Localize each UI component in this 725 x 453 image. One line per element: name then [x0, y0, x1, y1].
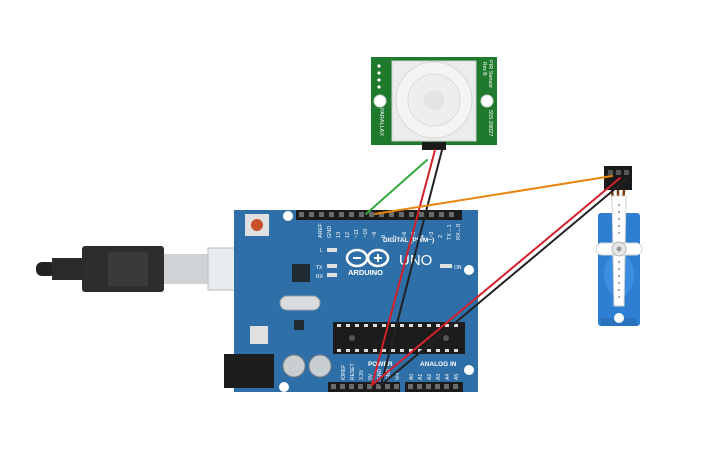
arduino-board[interactable]: AREF GND 13 12 ~11 ~10 ~9 8 7 ~6 ~5 4 ~3… — [224, 210, 478, 392]
power-header[interactable] — [328, 382, 400, 392]
pin-label: 12 — [345, 232, 351, 238]
pin-label: ~3 — [429, 232, 435, 238]
pin-label: A4 — [445, 374, 451, 380]
power-header-label: POWER — [368, 361, 393, 368]
pin-label: 3.3V — [359, 369, 365, 380]
wire-green[interactable] — [365, 159, 428, 215]
pir-sensor[interactable]: PARALLAX PIR Sensor Rev B 555-28027 — [371, 57, 497, 150]
wire-black-pir[interactable] — [380, 149, 443, 386]
pin-label: 5V — [368, 373, 374, 380]
pin-label: ~9 — [372, 232, 378, 238]
sensor-title-label: PIR Sensor — [487, 60, 493, 88]
on-led-label: ON — [454, 265, 462, 271]
rx-led-label: RX — [316, 274, 324, 280]
pin-label: ~5 — [411, 232, 417, 238]
tx-led-label: TX — [316, 265, 323, 271]
sensor-brand-label: PARALLAX — [378, 108, 384, 136]
pin-label: 2 — [438, 235, 444, 238]
wire-red-pir[interactable] — [371, 149, 436, 386]
wire-red-servo[interactable] — [371, 177, 621, 386]
wire-orange[interactable] — [374, 175, 613, 215]
pin-label: TX→1 — [447, 224, 453, 240]
pin-label: 7 — [393, 235, 399, 238]
pin-label: GND — [377, 369, 383, 381]
servo-motor[interactable] — [595, 166, 643, 326]
analog-header[interactable] — [405, 382, 463, 392]
arduino-infinity-logo-icon — [345, 248, 390, 268]
pin-label: GND — [386, 369, 392, 381]
digital-header-label: DIGITAL (PWM~) — [383, 237, 434, 244]
pin-label: ~11 — [354, 229, 360, 238]
pin-label: A0 — [409, 374, 415, 380]
pin-label: 8 — [381, 235, 387, 238]
pin-label: 4 — [420, 235, 426, 238]
analog-header-label: ANALOG IN — [420, 361, 457, 368]
pin-label: GND — [327, 226, 333, 238]
pin-label: A2 — [427, 374, 433, 380]
pin-label: Vin — [395, 373, 401, 380]
l-led-label: L — [320, 248, 323, 254]
pin-label: A3 — [436, 374, 442, 380]
pin-label: AREF — [318, 223, 324, 238]
pin-label: IOREF — [341, 365, 347, 380]
pin-label: RX←0 — [456, 224, 462, 240]
wire-black-servo[interactable] — [380, 177, 629, 386]
pin-label: ~10 — [363, 229, 369, 238]
pin-label: 13 — [336, 232, 342, 238]
wires — [365, 149, 629, 386]
pin-label: A1 — [418, 374, 424, 380]
brand-name: ARDUINO — [348, 268, 383, 277]
pin-label: A5 — [454, 374, 460, 380]
sensor-rev-label: Rev B — [481, 62, 487, 76]
pin-label: ~6 — [402, 232, 408, 238]
pin-label: RESET — [350, 363, 356, 380]
dc-power-jack — [224, 354, 274, 388]
sensor-part-label: 555-28027 — [487, 110, 493, 136]
